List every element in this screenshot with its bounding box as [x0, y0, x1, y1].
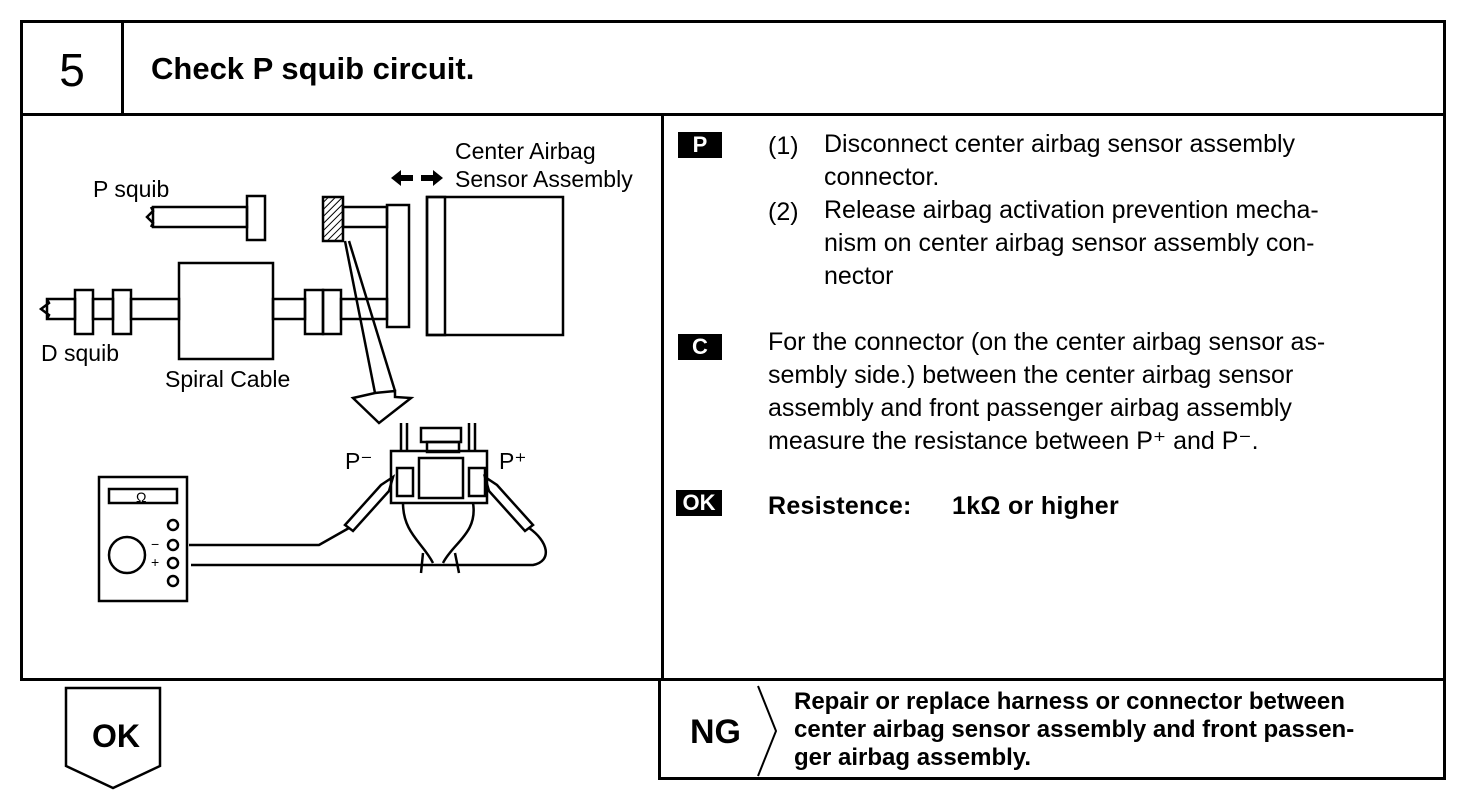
ohmmeter — [97, 475, 189, 603]
step1-line1: Disconnect center airbag sensor assembly — [824, 130, 1296, 158]
check-line3: assembly and front passenger airbag asse… — [768, 394, 1292, 422]
spiral-cable-connector — [271, 288, 389, 336]
spiral-cable-body — [177, 261, 275, 361]
center-airbag-sensor-assembly — [425, 195, 565, 337]
ohm-symbol: Ω — [136, 489, 146, 505]
label-p-squib: P squib — [93, 176, 169, 202]
page-title: Check P squib circuit. — [151, 51, 475, 86]
label-d-squib: D squib — [41, 340, 119, 366]
prep-badge: P — [678, 132, 722, 158]
step2-line1: Release airbag activation prevention mec… — [824, 196, 1319, 224]
ng-line2: center airbag sensor assembly and front … — [794, 716, 1355, 743]
step2-text: Release airbag activation prevention mec… — [824, 194, 1434, 293]
check-line2: sembly side.) between the center airbag … — [768, 361, 1294, 389]
step2-number: (2) — [768, 198, 799, 226]
label-p-plus: P⁺ — [499, 448, 526, 474]
step-number: 5 — [23, 23, 124, 116]
step2-line3: nector — [824, 262, 894, 290]
probe-positive — [191, 474, 548, 567]
step1-line2: connector. — [824, 163, 940, 191]
ok-badge: OK — [676, 490, 722, 516]
circuit-diagram: Center Airbag Sensor Assembly P squib D … — [38, 138, 633, 603]
connector-closeup — [389, 423, 489, 574]
label-p-minus: P⁻ — [345, 448, 372, 474]
step-header: 5 Check P squib circuit. — [20, 20, 1446, 116]
column-divider — [661, 113, 664, 678]
resistance-label: Resistence: — [768, 492, 912, 520]
check-line1: For the connector (on the center airbag … — [768, 328, 1326, 356]
meter-plus-label: + — [151, 554, 159, 570]
double-arrow-icon — [391, 170, 443, 186]
check-text: For the connector (on the center airbag … — [768, 326, 1436, 458]
sensor-connector-plug — [385, 203, 411, 329]
ng-line1: Repair or replace harness or connector b… — [794, 688, 1345, 715]
p-squib-connector — [145, 194, 267, 242]
meter-minus-label: − — [151, 536, 159, 552]
probe-negative — [189, 474, 396, 547]
label-center-airbag: Center Airbag — [455, 138, 596, 164]
ng-action-text: Repair or replace harness or connector b… — [794, 688, 1434, 772]
step2-line2: nism on center airbag sensor assembly co… — [824, 229, 1315, 257]
ng-result-label: NG — [690, 713, 741, 751]
check-badge: C — [678, 334, 722, 360]
check-line4: measure the resistance between P⁺ and P⁻… — [768, 427, 1259, 455]
main-panel: Center Airbag Sensor Assembly P squib D … — [20, 113, 1446, 681]
ng-result-box — [658, 680, 1446, 780]
step1-number: (1) — [768, 132, 799, 160]
ok-arrow-shape — [64, 686, 162, 790]
ng-chevron-icon — [757, 685, 778, 777]
label-sensor-assembly: Sensor Assembly — [455, 166, 633, 192]
magnify-arrow — [343, 240, 415, 425]
label-spiral-cable: Spiral Cable — [165, 366, 290, 392]
ok-result-label: OK — [92, 718, 140, 754]
step1-text: Disconnect center airbag sensor assembly… — [824, 128, 1434, 194]
airbag-harness-connector — [321, 195, 389, 243]
d-squib-connector — [38, 288, 181, 336]
resistance-value: 1kΩ or higher — [952, 492, 1120, 520]
ng-line3: ger airbag assembly. — [794, 744, 1031, 771]
